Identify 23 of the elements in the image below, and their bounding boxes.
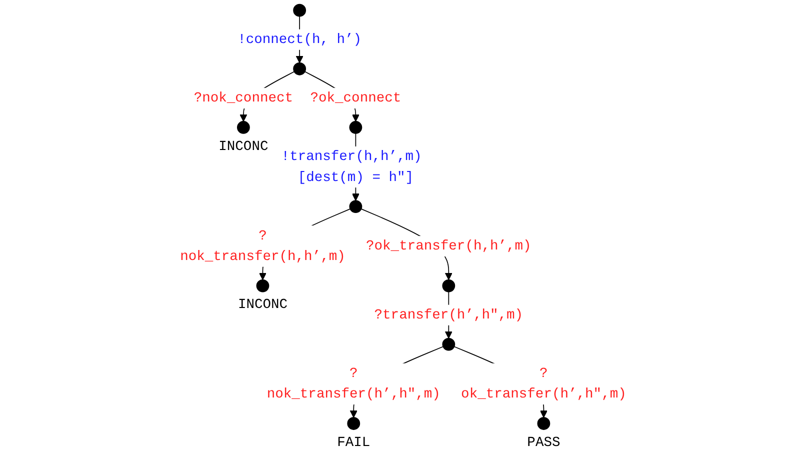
edge-label: !transfer(h,h’,m) [dest(m) = h"] (282, 148, 422, 186)
node-circle (237, 120, 250, 134)
edge-label: ?ok_transfer(h’,h",m) (461, 366, 627, 402)
node-label: FAIL (337, 436, 370, 451)
edge-label: ?ok_transfer(h,h’,m) (366, 238, 532, 254)
node-circle (293, 4, 306, 17)
node-label: PASS (527, 436, 560, 451)
edge-label: ?nok_transfer(h,h’,m) (180, 228, 346, 264)
edge-label: ?nok_connect (194, 90, 294, 106)
node-circle (538, 417, 550, 430)
node-circle (256, 279, 270, 292)
node-circle (293, 62, 306, 76)
node-circle (350, 120, 362, 134)
node-label: INCONC (238, 298, 288, 314)
node-circle (350, 200, 362, 214)
node-label: INCONC (218, 140, 269, 155)
edge-label: ?transfer(h’,h",m) (374, 307, 524, 323)
node-circle (347, 417, 360, 430)
edge-label: ?ok_connect (310, 90, 402, 106)
node-circle (442, 279, 456, 292)
node-circle (442, 338, 456, 351)
edge-label: !connect(h, h’) (238, 32, 362, 48)
edge-label: ?nok_transfer(h’,h",m) (267, 366, 441, 402)
